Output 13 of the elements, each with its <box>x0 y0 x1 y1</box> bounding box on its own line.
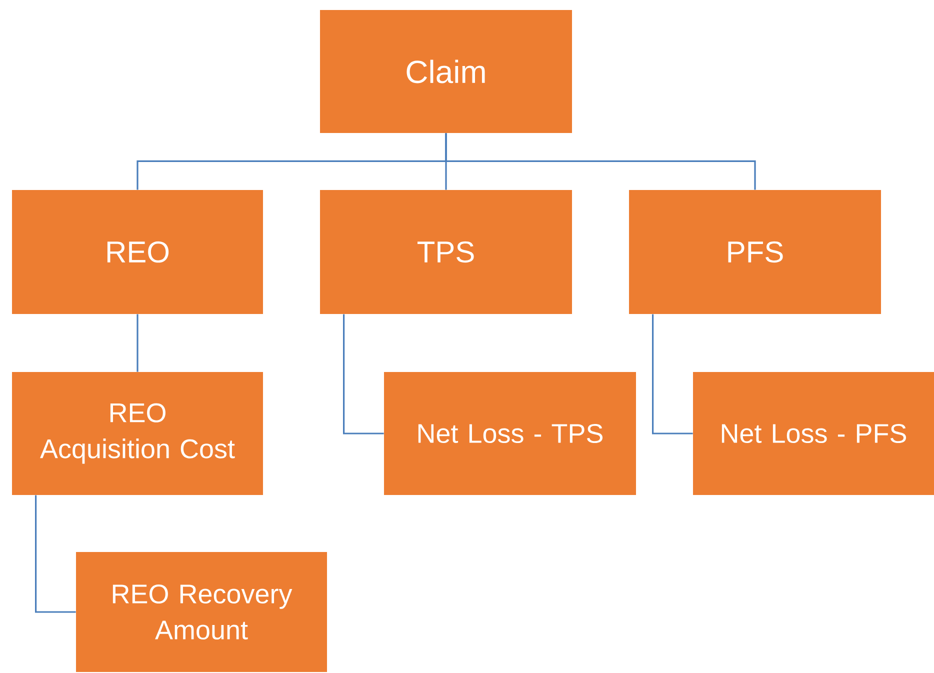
process-box: Net Loss - PFS <box>693 372 934 495</box>
process-box: REO Acquisition Cost <box>12 372 263 495</box>
connector-line <box>35 495 76 613</box>
connector-line <box>343 314 384 434</box>
connector-line <box>136 314 138 372</box>
process-box: REO Recovery Amount <box>76 552 327 672</box>
process-box: Net Loss - TPS <box>384 372 636 495</box>
root-box: Claim <box>320 10 572 133</box>
process-box: PFS <box>629 190 881 314</box>
connector-line <box>652 314 693 434</box>
process-box: REO <box>12 190 263 314</box>
process-box: TPS <box>320 190 572 314</box>
connector-line <box>445 133 756 190</box>
